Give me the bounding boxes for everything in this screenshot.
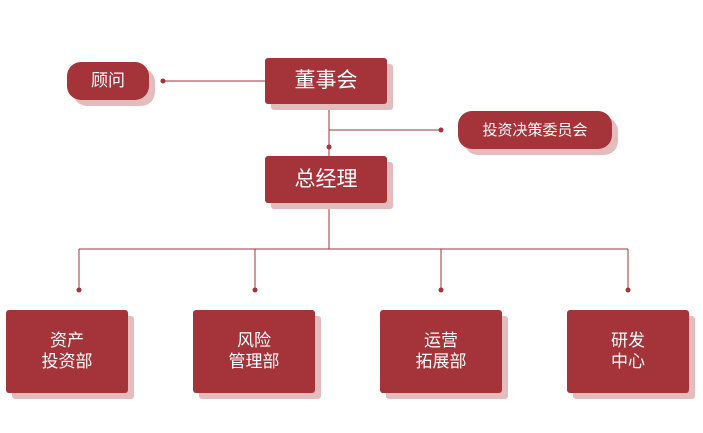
general-manager-node: 总经理	[265, 156, 387, 203]
department-label-line2: 投资部	[41, 351, 93, 372]
dept-dot-3	[438, 287, 444, 293]
advisor-label: 顾问	[91, 70, 125, 91]
department-label-line1: 风险	[237, 331, 271, 352]
department-label-line2: 拓展部	[415, 351, 467, 372]
advisor-connector-dot	[160, 78, 166, 84]
dept-dot-2	[252, 287, 258, 293]
department-label-line2: 中心	[611, 351, 645, 372]
department-label-line1: 研发	[611, 331, 645, 352]
board-label: 董事会	[294, 68, 358, 93]
department-label-line2: 管理部	[228, 351, 280, 372]
department-node-operations: 运营 拓展部	[380, 310, 502, 393]
committee-connector-dot	[438, 127, 444, 133]
dept-dot-1	[76, 287, 82, 293]
department-node-risk-management: 风险 管理部	[193, 310, 315, 393]
board-bottom-dot	[326, 144, 332, 150]
department-node-rnd-center: 研发 中心	[567, 310, 689, 393]
investment-committee-node: 投资决策委员会	[458, 111, 612, 149]
department-label-line1: 资产	[50, 331, 84, 352]
board-node: 董事会	[265, 58, 387, 104]
investment-committee-label: 投资决策委员会	[482, 121, 588, 139]
general-manager-label: 总经理	[294, 166, 358, 191]
department-label-line1: 运营	[424, 331, 458, 352]
advisor-node: 顾问	[67, 62, 149, 100]
dept-dot-4	[625, 287, 631, 293]
department-node-asset-investment: 资产 投资部	[6, 310, 128, 393]
